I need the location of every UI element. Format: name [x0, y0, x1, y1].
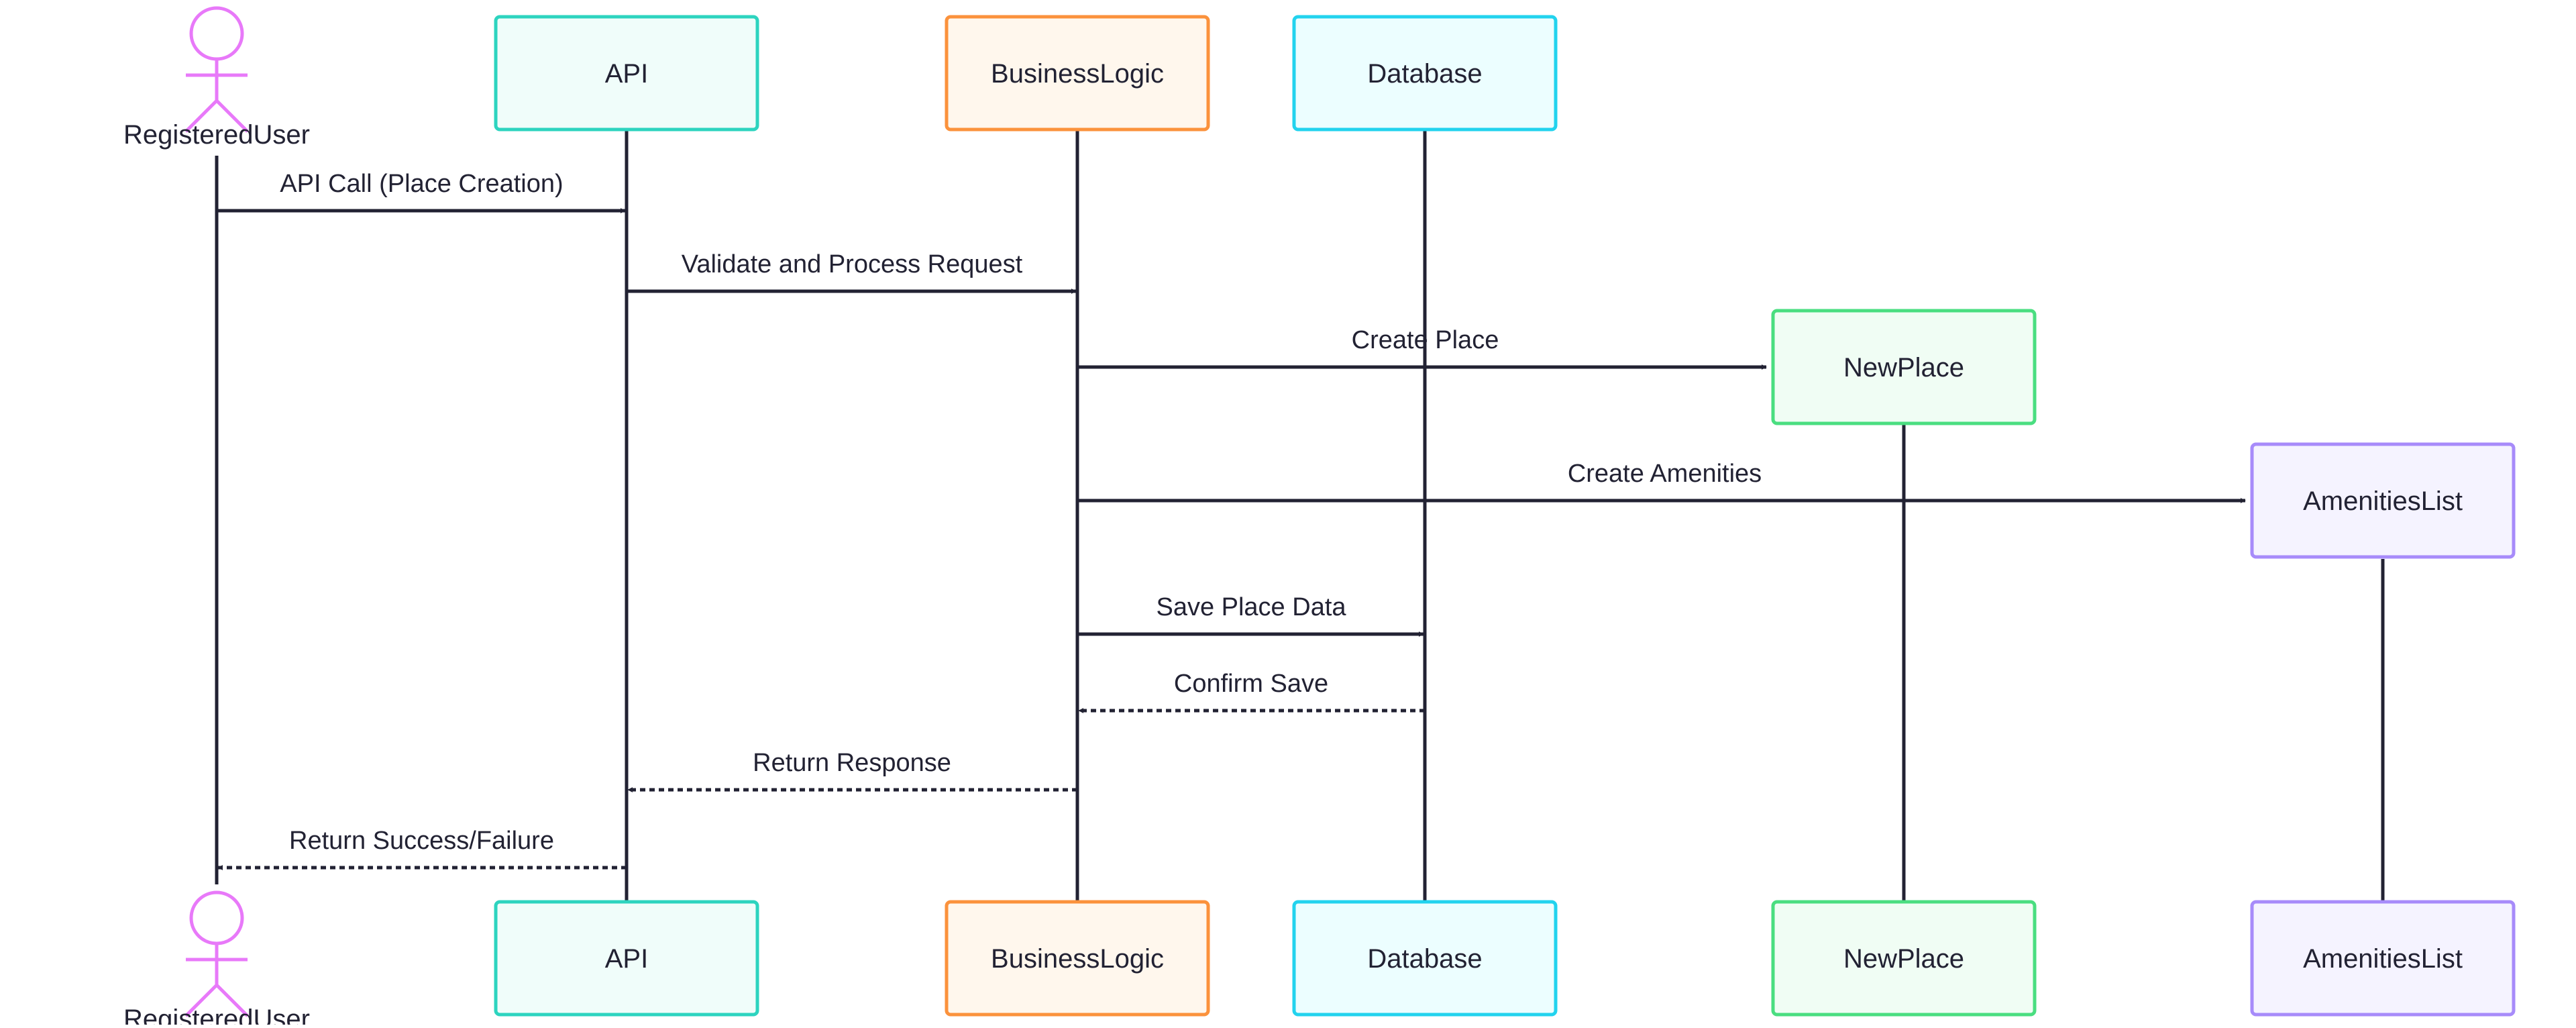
participant-box	[2250, 442, 2516, 559]
participant-box	[945, 15, 1210, 132]
actor-head	[189, 6, 244, 61]
participant-box	[2250, 900, 2516, 1017]
participant-box	[494, 900, 759, 1017]
participant-box	[1292, 15, 1558, 132]
participant-label: NewPlace	[1843, 944, 1964, 974]
participant-np-bottom: NewPlace	[1771, 900, 2037, 1017]
actor-label: RegisteredUser	[123, 120, 310, 150]
message-3: Create Place	[1077, 326, 1767, 370]
participant-label: API	[605, 944, 648, 974]
message-label: API Call (Place Creation)	[280, 170, 563, 198]
actor-leg-left	[184, 984, 218, 1017]
participant-box	[494, 15, 759, 132]
actor-user-top: RegisteredUser	[123, 6, 310, 150]
actor-leg-right	[215, 99, 249, 133]
message-5: Save Place Data	[1077, 593, 1424, 637]
participant-box	[1771, 900, 2037, 1017]
message-label: Return Success/Failure	[289, 827, 554, 855]
message-7: Return Response	[627, 749, 1077, 792]
message-label: Return Response	[753, 749, 951, 777]
actor-user-bottom: RegisteredUser	[123, 890, 310, 1028]
participant-al-top: AmenitiesList	[2250, 442, 2516, 559]
message-8: Return Success/Failure	[217, 827, 627, 870]
participant-box	[1292, 900, 1558, 1017]
participant-label: Database	[1367, 944, 1482, 974]
participant-api-bottom: API	[494, 900, 759, 1017]
lifelines	[215, 130, 2385, 902]
message-label: Validate and Process Request	[682, 250, 1023, 278]
actor-leg-right	[215, 984, 249, 1017]
participants: RegisteredUserRegisteredUserAPIAPIBusine…	[123, 6, 2516, 1028]
participant-label: BusinessLogic	[991, 944, 1164, 974]
participant-label: NewPlace	[1843, 353, 1964, 382]
participant-box	[945, 900, 1210, 1017]
actor-label: RegisteredUser	[123, 1005, 310, 1025]
participant-label: AmenitiesList	[2303, 486, 2463, 516]
participant-label: Database	[1367, 59, 1482, 89]
participant-np-top: NewPlace	[1771, 309, 2037, 425]
message-2: Validate and Process Request	[627, 250, 1077, 294]
participant-label: AmenitiesList	[2303, 944, 2463, 974]
participant-db-top: Database	[1292, 15, 1558, 132]
participant-label: API	[605, 59, 648, 89]
message-label: Create Place	[1352, 326, 1499, 354]
message-4: Create Amenities	[1077, 460, 2246, 503]
participant-label: BusinessLogic	[991, 59, 1164, 89]
messages: API Call (Place Creation) Validate and Pr…	[217, 170, 2246, 870]
participant-box	[1771, 309, 2037, 425]
message-label: Create Amenities	[1568, 460, 1762, 488]
participant-al-bottom: AmenitiesList	[2250, 900, 2516, 1017]
message-label: Confirm Save	[1174, 670, 1328, 698]
participant-bl-bottom: BusinessLogic	[945, 900, 1210, 1017]
participant-api-top: API	[494, 15, 759, 132]
message-1: API Call (Place Creation)	[217, 170, 626, 213]
participant-db-bottom: Database	[1292, 900, 1558, 1017]
participant-bl-top: BusinessLogic	[945, 15, 1210, 132]
message-6: Confirm Save	[1078, 670, 1425, 713]
actor-head	[189, 890, 244, 945]
message-label: Save Place Data	[1156, 593, 1346, 621]
actor-leg-left	[184, 99, 218, 133]
